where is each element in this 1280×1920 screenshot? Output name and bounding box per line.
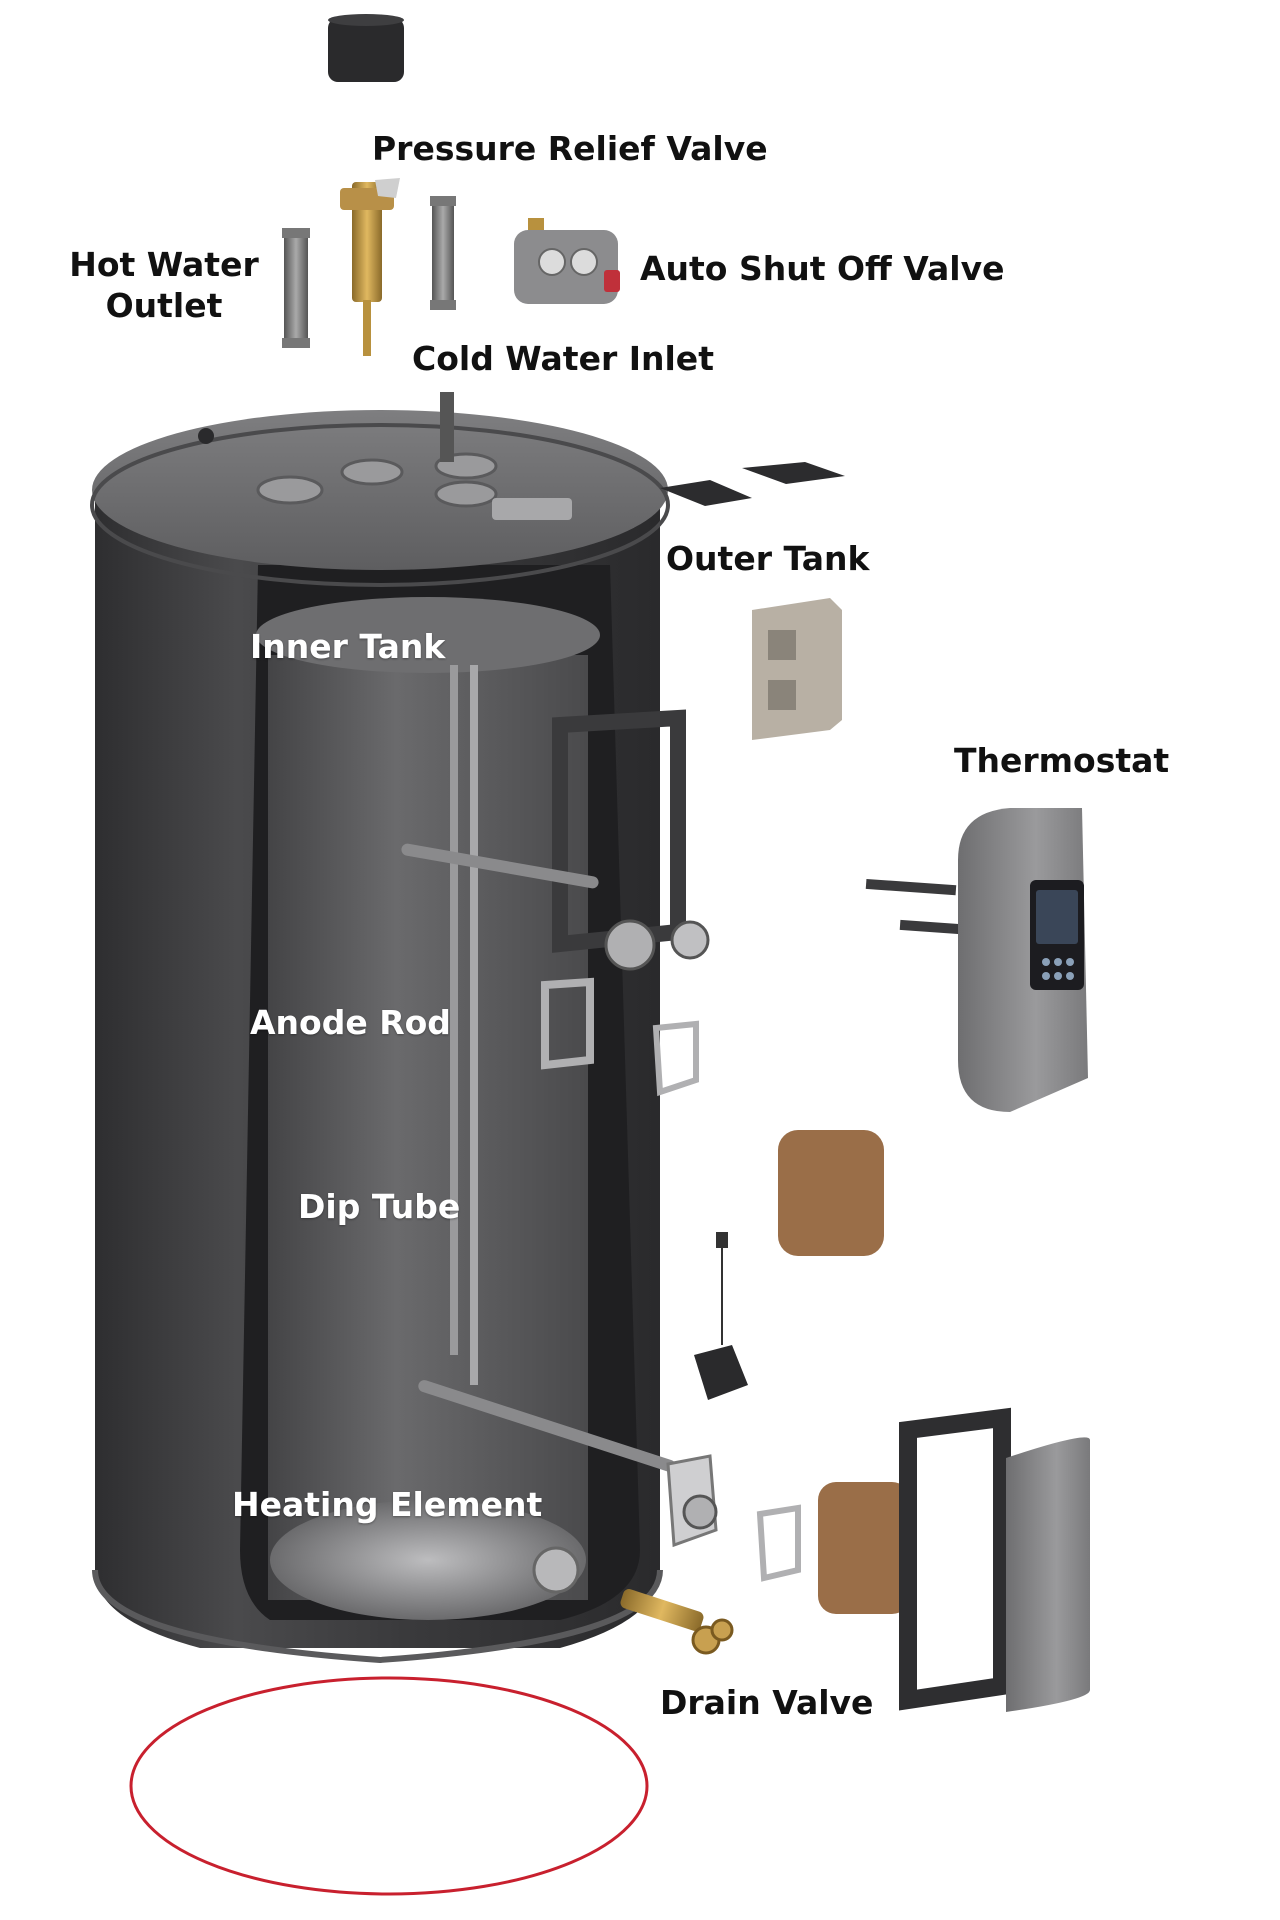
limit-switch — [694, 1232, 748, 1400]
label-hot-water-outlet-line2: Outlet — [105, 286, 223, 326]
label-hot-water-outlet: Hot Water Outlet — [64, 244, 264, 327]
label-auto-shut-off-valve: Auto Shut Off Valve — [640, 249, 1005, 288]
label-dip-tube: Dip Tube — [298, 1187, 461, 1226]
insulation-sponge-upper — [778, 1130, 884, 1256]
label-heating-element: Heating Element — [232, 1485, 543, 1524]
label-cold-water-inlet: Cold Water Inlet — [412, 339, 714, 378]
dip-tube — [470, 665, 478, 1385]
inner-tank — [256, 597, 600, 1620]
hot-water-outlet-pipe — [282, 228, 310, 348]
drain-fitting — [532, 1546, 580, 1594]
lower-access-cover — [1006, 1437, 1090, 1712]
auto-shut-off-valve — [514, 218, 620, 304]
lower-clip — [756, 1504, 801, 1582]
top-cap — [328, 14, 404, 82]
thermostat-gasket — [660, 462, 845, 506]
control-panel — [865, 808, 1088, 1112]
anode-rod — [450, 665, 458, 1355]
label-anode-rod: Anode Rod — [250, 1003, 451, 1042]
drain-valve — [620, 1589, 734, 1655]
pressure-relief-valve — [340, 178, 400, 356]
thermostat-block — [752, 598, 842, 740]
lower-element-bracket — [899, 1407, 1011, 1711]
label-thermostat: Thermostat — [954, 741, 1170, 780]
label-pressure-relief-valve: Pressure Relief Valve — [372, 129, 768, 168]
base-ring — [129, 1676, 649, 1896]
label-hot-water-outlet-line1: Hot Water — [69, 245, 259, 284]
label-inner-tank: Inner Tank — [250, 627, 446, 666]
insulation-sponge-lower — [818, 1482, 910, 1614]
upper-clip — [652, 1020, 699, 1097]
cold-water-inlet-pipe — [430, 196, 456, 310]
lower-heating-element — [418, 1380, 718, 1548]
label-outer-tank: Outer Tank — [666, 539, 870, 578]
upper-element-assembly — [401, 709, 710, 1070]
label-drain-valve: Drain Valve — [660, 1683, 874, 1722]
